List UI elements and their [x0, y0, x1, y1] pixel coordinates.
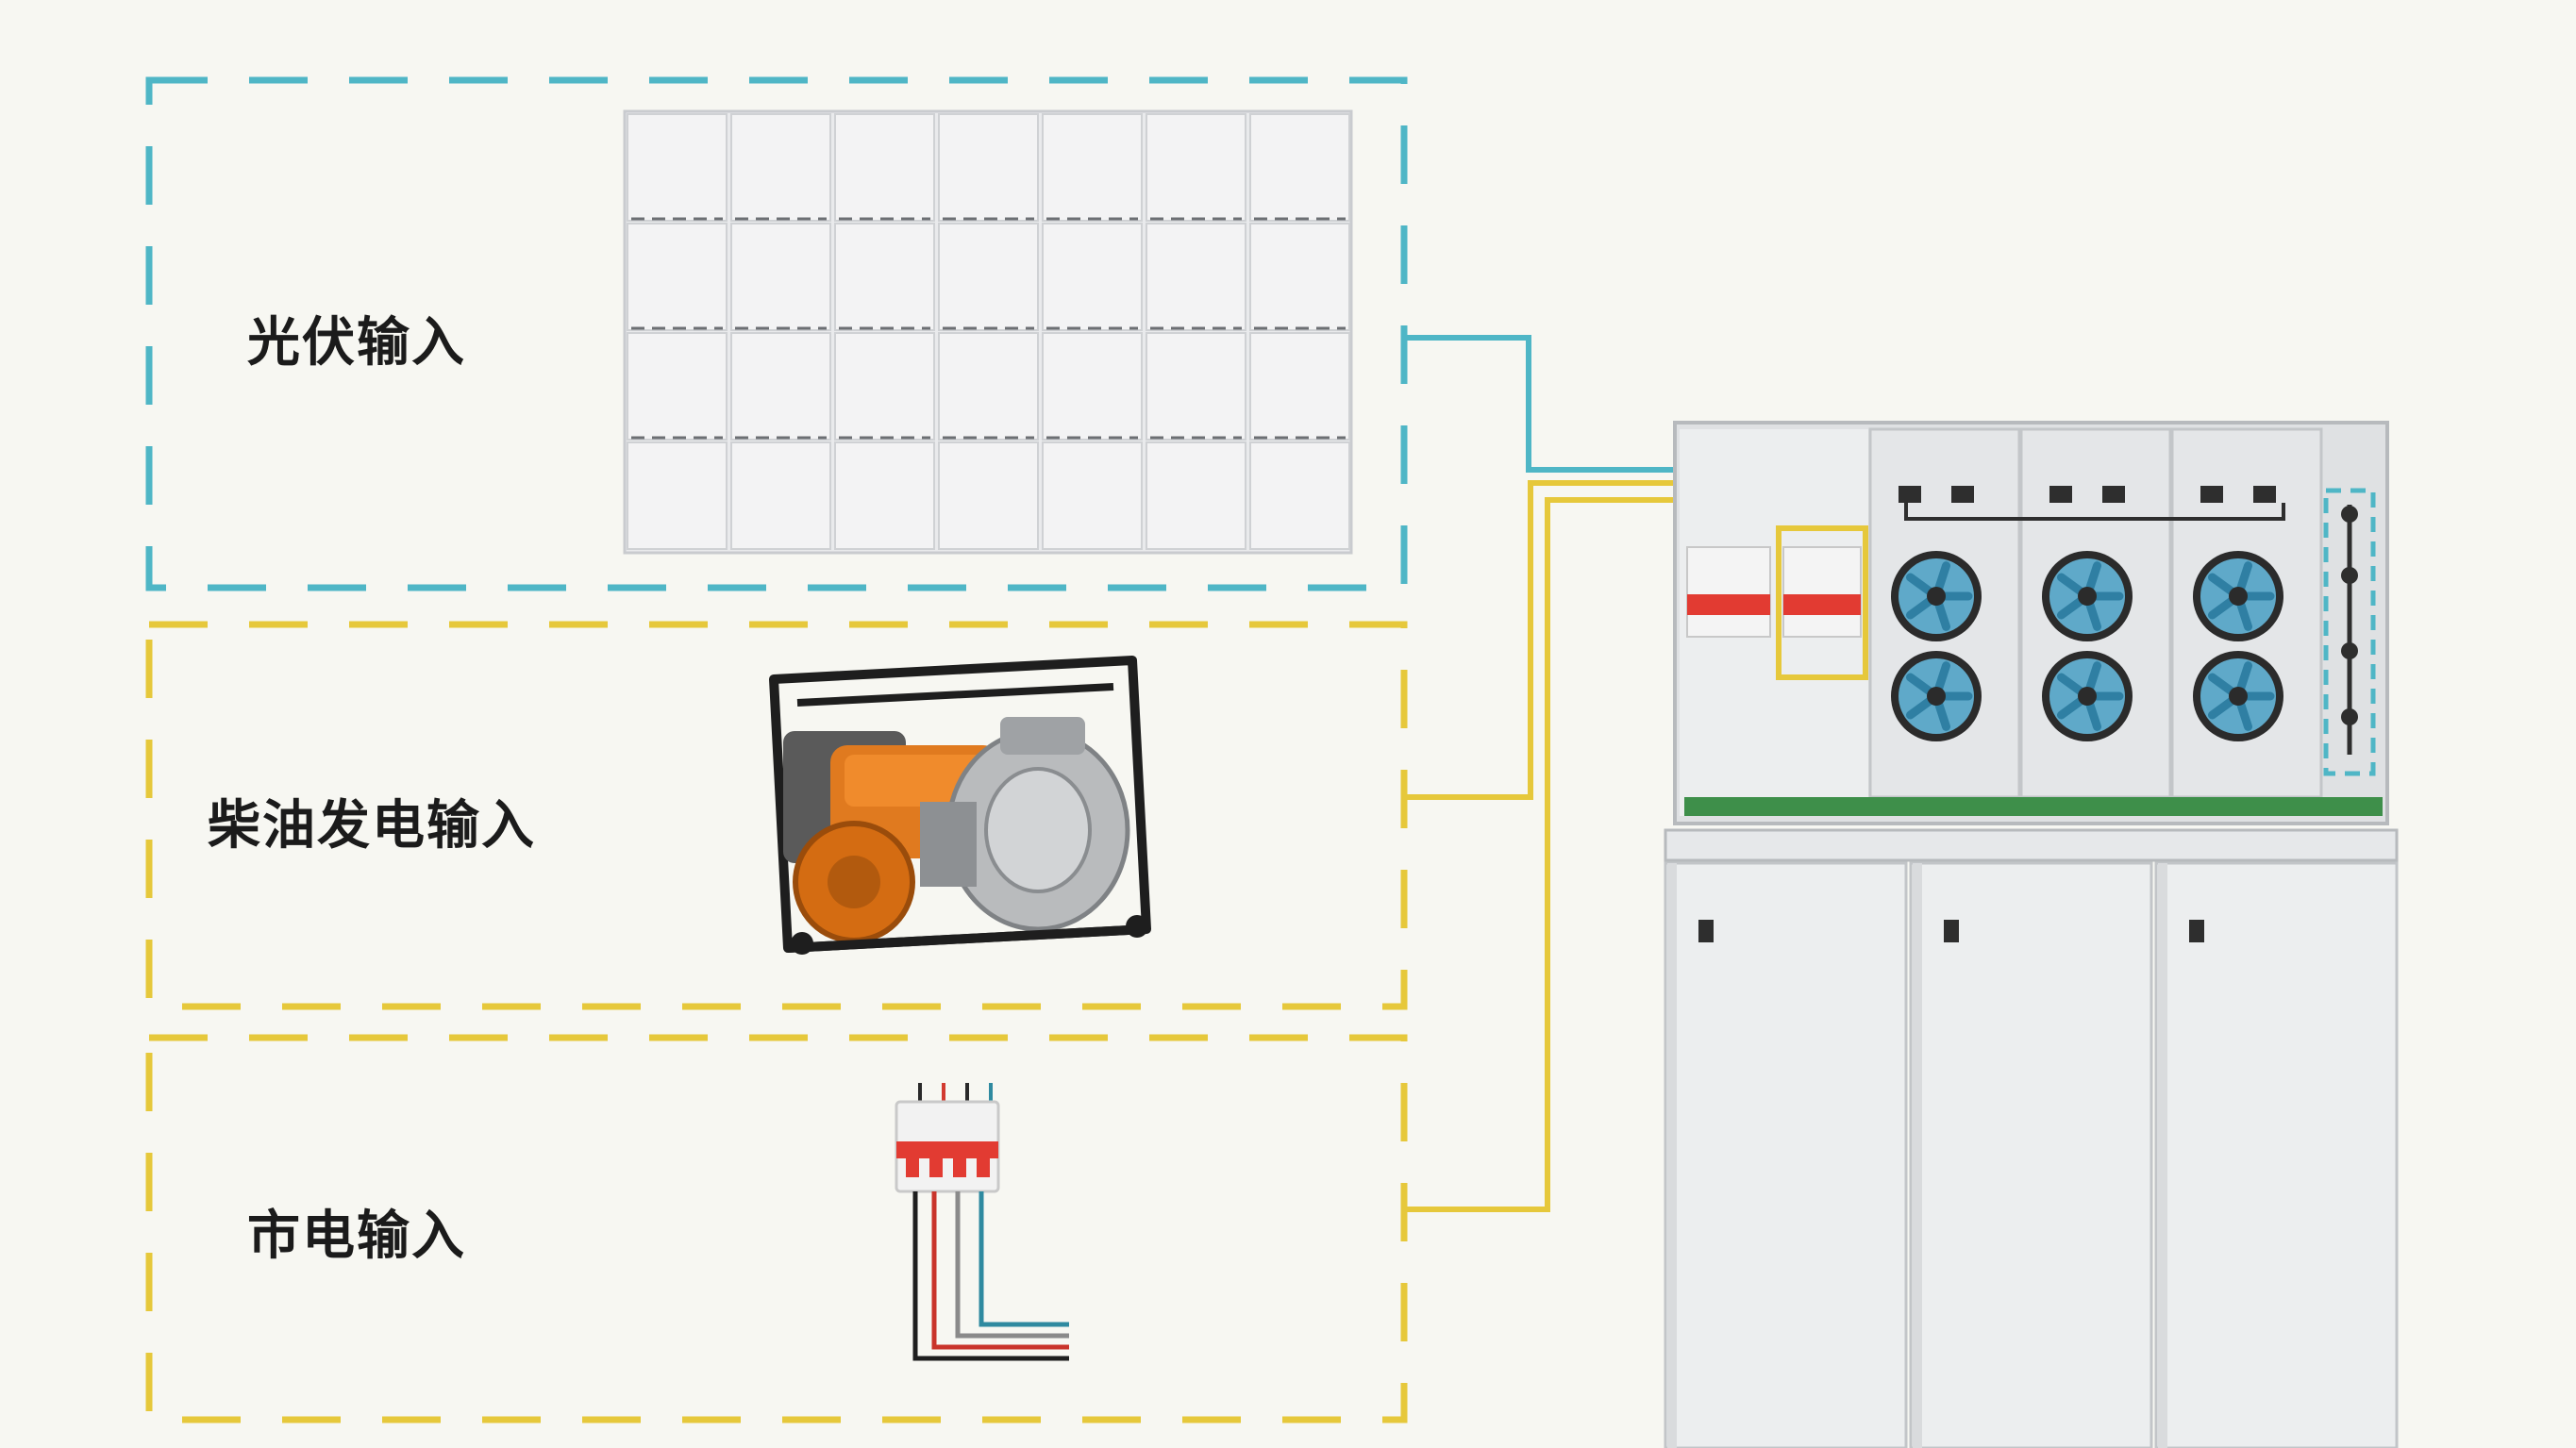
cooling-fan-icon: [1891, 651, 1982, 741]
pv-section-box: [145, 76, 1408, 591]
solar-cell: [834, 223, 935, 331]
solar-cell: [730, 332, 831, 441]
pv-input-label: 光伏输入: [247, 312, 466, 374]
battery-door: [1909, 861, 2153, 1448]
solar-cell: [1249, 332, 1350, 441]
cooling-fan-icon: [2042, 651, 2133, 741]
solar-cell: [627, 223, 728, 331]
solar-cell: [1146, 332, 1246, 441]
solar-cell: [938, 113, 1039, 222]
solar-cell: [730, 113, 831, 222]
solar-cell: [1042, 332, 1143, 441]
grid-input-label: 市电输入: [247, 1206, 466, 1267]
solar-cell: [1042, 113, 1143, 222]
solar-cell: [1042, 441, 1143, 550]
solar-cell: [834, 441, 935, 550]
diesel-generator-image: [769, 656, 1151, 955]
solar-cell: [627, 441, 728, 550]
solar-cell: [834, 332, 935, 441]
battery-door: [1664, 861, 1908, 1448]
battery-door: [2154, 861, 2399, 1448]
solar-cell: [730, 441, 831, 550]
solar-cell: [1249, 223, 1350, 331]
solar-cell: [1146, 113, 1246, 222]
solar-cell: [938, 332, 1039, 441]
solar-cell: [627, 332, 728, 441]
solar-cell: [1249, 113, 1350, 222]
cooling-fan-icon: [2193, 551, 2283, 641]
cooling-fan-icon: [2042, 551, 2133, 641]
solar-cell: [1146, 223, 1246, 331]
solar-cell: [730, 223, 831, 331]
solar-panel-array-image: [623, 109, 1353, 555]
solar-cell: [1146, 441, 1246, 550]
solar-cell: [627, 113, 728, 222]
solar-cell: [834, 113, 935, 222]
solar-cell: [1249, 441, 1350, 550]
grid-section-box: [145, 1034, 1408, 1423]
solar-cell: [938, 441, 1039, 550]
diesel-input-label: 柴油发电输入: [208, 795, 536, 857]
solar-cell: [1042, 223, 1143, 331]
energy-storage-cabinet-image: [1664, 421, 2399, 1448]
diesel-section-box: [145, 621, 1408, 1010]
solar-cell: [938, 223, 1039, 331]
cooling-fan-icon: [1891, 551, 1982, 641]
circuit-breaker-image: [895, 1083, 1069, 1361]
cooling-fan-icon: [2193, 651, 2283, 741]
